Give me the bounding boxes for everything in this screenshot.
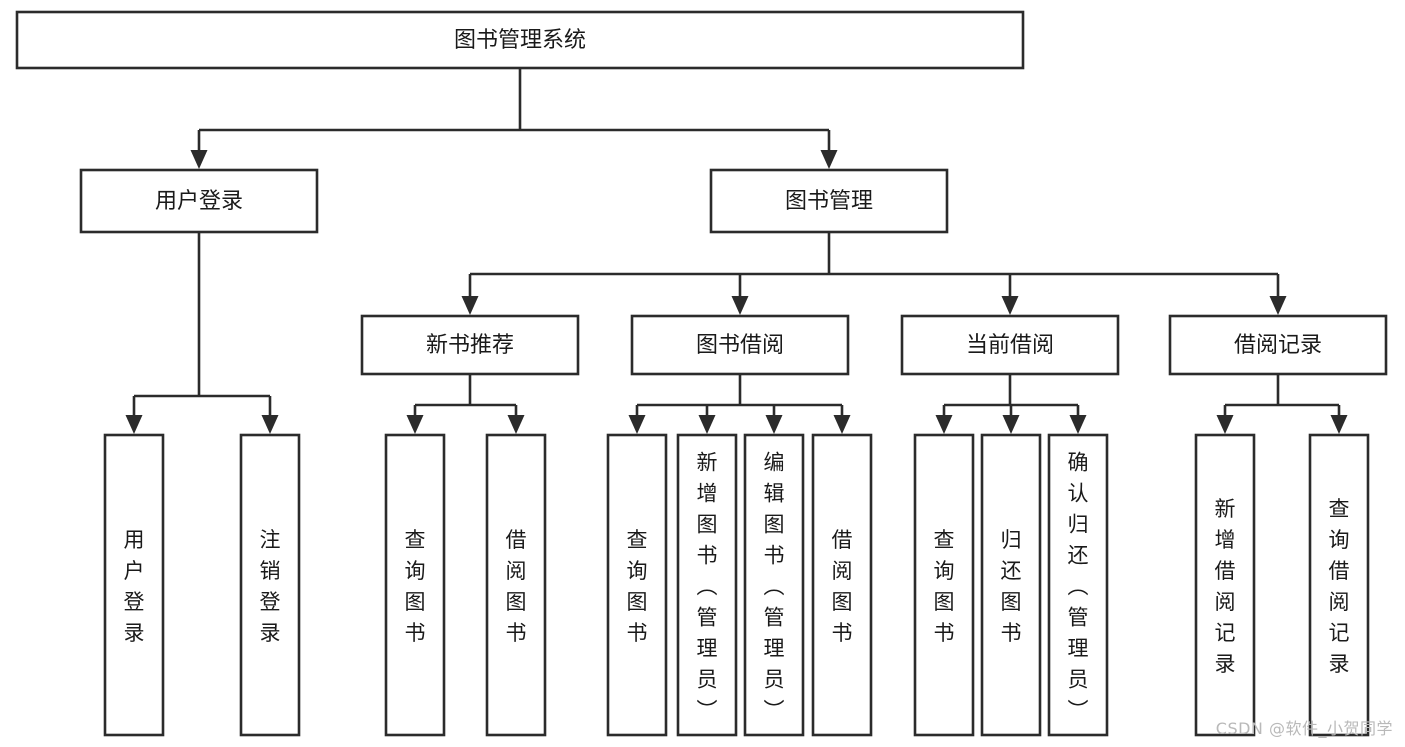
arrow-head-icon <box>125 415 143 434</box>
node-leaf-add-borrow-record[interactable]: 新增借阅记录 <box>1194 433 1256 737</box>
node-layer: 图书管理系统用户登录图书管理新书推荐图书借阅当前借阅借阅记录用户登录注销登录查询… <box>15 10 1388 737</box>
node-root[interactable]: 图书管理系统 <box>15 10 1025 70</box>
node-leaf-query-books-borrow[interactable]: 查询图书 <box>606 433 668 737</box>
edge-recommend-to-leaves <box>406 374 525 434</box>
node-leaf-query-borrow-record[interactable]: 查询借阅记录 <box>1308 433 1370 737</box>
arrow-head-icon <box>1069 415 1087 434</box>
node-label: 确认归还︵管理员︶ <box>1068 451 1089 723</box>
node-label: 查询借阅记录 <box>1329 497 1350 676</box>
node-box[interactable] <box>485 433 547 737</box>
arrow-head-icon <box>731 296 749 315</box>
node-box[interactable] <box>709 168 949 234</box>
node-book-management[interactable]: 图书管理 <box>709 168 949 234</box>
arrow-head-icon <box>406 415 424 434</box>
arrow-head-icon <box>1330 415 1348 434</box>
node-leaf-user-login[interactable]: 用户登录 <box>103 433 165 737</box>
edge-userlogin-to-leaves <box>125 232 279 434</box>
arrow-head-icon <box>820 150 838 169</box>
node-leaf-query-books-current[interactable]: 查询图书 <box>913 433 975 737</box>
node-box[interactable] <box>360 314 580 376</box>
node-label: 图书管理 <box>785 189 873 214</box>
node-leaf-add-book-admin[interactable]: 新增图书︵管理员︶ <box>676 433 738 737</box>
node-box[interactable] <box>1308 433 1370 737</box>
node-label: 当前借阅 <box>966 333 1054 358</box>
node-box[interactable] <box>811 433 873 737</box>
node-box[interactable] <box>1168 314 1388 376</box>
node-label: 归还图书 <box>1001 528 1022 645</box>
node-box[interactable] <box>239 433 301 737</box>
node-label: 新增图书︵管理员︶ <box>697 451 718 723</box>
node-box[interactable] <box>630 314 850 376</box>
node-label: 用户登录 <box>124 528 145 645</box>
node-user-login[interactable]: 用户登录 <box>79 168 319 234</box>
node-label: 新增借阅记录 <box>1215 497 1236 676</box>
node-leaf-borrow-books[interactable]: 借阅图书 <box>811 433 873 737</box>
arrow-head-icon <box>461 296 479 315</box>
arrow-head-icon <box>261 415 279 434</box>
node-box[interactable] <box>913 433 975 737</box>
node-label: 借阅记录 <box>1234 333 1322 358</box>
connector-layer <box>125 68 1348 434</box>
node-label: 图书管理系统 <box>454 28 586 53</box>
node-box[interactable] <box>676 433 738 737</box>
node-leaf-confirm-return-admin[interactable]: 确认归还︵管理员︶ <box>1047 433 1109 737</box>
node-leaf-borrow-books-recommend[interactable]: 借阅图书 <box>485 433 547 737</box>
node-label: 借阅图书 <box>506 528 527 645</box>
node-box[interactable] <box>980 433 1042 737</box>
csdn-watermark: CSDN @软件_小贺同学 <box>1215 719 1393 738</box>
node-box[interactable] <box>900 314 1120 376</box>
node-label: 借阅图书 <box>832 528 853 645</box>
arrow-head-icon <box>1001 296 1019 315</box>
node-label: 查询图书 <box>934 528 955 645</box>
node-box[interactable] <box>743 433 805 737</box>
arrow-head-icon <box>935 415 953 434</box>
node-label: 图书借阅 <box>696 333 784 358</box>
arrow-head-icon <box>628 415 646 434</box>
node-box[interactable] <box>1194 433 1256 737</box>
arrow-head-icon <box>190 150 208 169</box>
arrow-head-icon <box>1216 415 1234 434</box>
node-new-book-recommend[interactable]: 新书推荐 <box>360 314 580 376</box>
node-leaf-logout-login[interactable]: 注销登录 <box>239 433 301 737</box>
edge-borrow-to-leaves <box>628 374 851 434</box>
edge-bookmgmt-to-level2 <box>461 232 1287 315</box>
arrow-head-icon <box>1269 296 1287 315</box>
node-leaf-return-books[interactable]: 归还图书 <box>980 433 1042 737</box>
arrow-head-icon <box>507 415 525 434</box>
node-box[interactable] <box>15 10 1025 70</box>
node-label: 查询图书 <box>627 528 648 645</box>
node-label: 查询图书 <box>405 528 426 645</box>
node-current-borrow[interactable]: 当前借阅 <box>900 314 1120 376</box>
node-leaf-query-books-recommend[interactable]: 查询图书 <box>384 433 446 737</box>
node-leaf-edit-book-admin[interactable]: 编辑图书︵管理员︶ <box>743 433 805 737</box>
node-box[interactable] <box>606 433 668 737</box>
node-box[interactable] <box>1047 433 1109 737</box>
node-book-borrow[interactable]: 图书借阅 <box>630 314 850 376</box>
edge-current-to-leaves <box>935 374 1087 434</box>
node-label: 编辑图书︵管理员︶ <box>764 451 785 723</box>
node-label: 用户登录 <box>155 189 243 214</box>
edge-root-to-level1 <box>190 68 838 169</box>
node-box[interactable] <box>79 168 319 234</box>
arrow-head-icon <box>1002 415 1020 434</box>
node-borrow-record[interactable]: 借阅记录 <box>1168 314 1388 376</box>
node-label: 注销登录 <box>260 528 281 645</box>
node-box[interactable] <box>103 433 165 737</box>
arrow-head-icon <box>698 415 716 434</box>
arrow-head-icon <box>833 415 851 434</box>
node-label: 新书推荐 <box>426 333 514 358</box>
edge-record-to-leaves <box>1216 374 1348 434</box>
node-box[interactable] <box>384 433 446 737</box>
arrow-head-icon <box>765 415 783 434</box>
